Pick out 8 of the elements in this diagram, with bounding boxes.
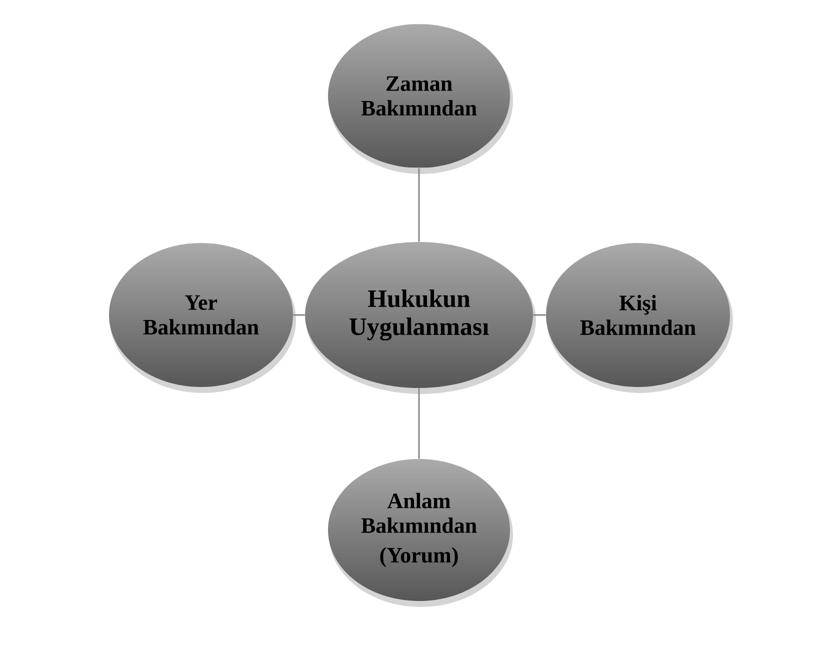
connector-line [418,168,420,242]
connector-line [418,388,420,459]
ellipse-node: Yer Bakımından [109,243,296,393]
ellipse-node: Zaman Bakımından [328,24,513,174]
ellipse-node: Anlam Bakımından (Yorum) [328,458,513,607]
connector-line [533,314,546,316]
ellipse-node: Kişi Bakımından [546,243,733,393]
connector-line [293,314,305,316]
